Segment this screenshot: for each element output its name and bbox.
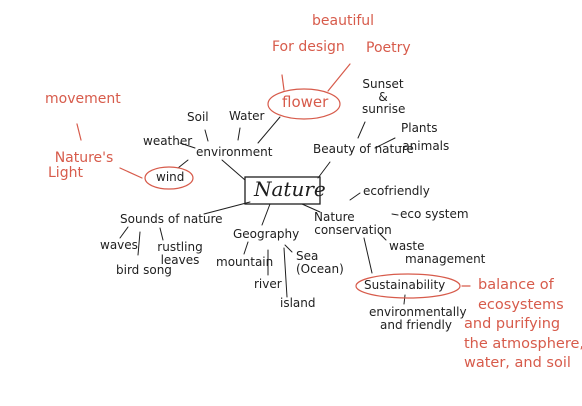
light-text: Light	[48, 164, 83, 181]
link-light-wind	[119, 167, 143, 179]
node-animals: -animals	[398, 139, 450, 153]
env-friendly-line2: and friendly	[380, 317, 452, 332]
flower-oval	[267, 88, 341, 120]
node-geography: Geography	[233, 227, 300, 241]
link-sounds-rustling	[159, 227, 164, 241]
node-plants: Plants	[401, 121, 438, 135]
center-node-label: Nature	[254, 177, 326, 201]
link-center-conservation	[301, 203, 321, 213]
sustainability-oval	[355, 273, 461, 299]
node-ecofriendly: ecofriendly	[363, 184, 430, 198]
link-center-geography	[261, 203, 271, 226]
node-sunset: Sunset & sunrise	[362, 77, 406, 117]
node-beauty-of-nature: Beauty of nature	[313, 142, 414, 156]
amp-text: &	[378, 89, 388, 104]
link-geography-sea	[284, 244, 293, 253]
note-movement: movement	[45, 91, 121, 107]
node-river: river	[254, 277, 282, 291]
node-waves: waves	[100, 238, 138, 252]
node-flower: flower	[282, 93, 329, 111]
link-flower-design	[281, 74, 285, 91]
leaves-text: leaves	[160, 252, 200, 267]
node-bird-song: bird song	[116, 263, 172, 277]
node-wind: wind	[156, 170, 185, 184]
balance-line5: water, and soil	[464, 355, 571, 372]
rustling-text: rustling	[157, 240, 203, 254]
node-poetry: Poetry	[366, 40, 411, 56]
node-env-friendly: environmentally and friendly	[369, 305, 467, 332]
link-flower-poetry	[327, 63, 351, 92]
center-box	[244, 176, 321, 205]
link-conservation-waste	[379, 233, 387, 241]
node-mountain: mountain	[216, 255, 274, 269]
conservation-line1: Nature	[314, 210, 355, 224]
env-friendly-line1: environmentally	[369, 305, 467, 319]
node-sea: Sea (Ocean)	[296, 250, 344, 275]
conservation-line2: conservation	[314, 222, 392, 237]
link-beauty-sunset	[357, 121, 366, 139]
link-conservation-sustainability	[363, 237, 373, 274]
waste-text: waste	[389, 239, 425, 253]
link-center-sounds	[203, 201, 251, 215]
link-geography-mountain	[243, 241, 249, 255]
link-center-beauty	[317, 161, 331, 179]
node-ecosystem: eco system	[400, 207, 469, 221]
sunset-text: Sunset	[362, 77, 404, 91]
balance-line2: ecosystems	[478, 296, 564, 313]
link-center-environment	[221, 159, 246, 181]
sunrise-text: sunrise	[362, 102, 406, 117]
node-for-design: For design	[272, 39, 345, 55]
node-nature-conservation: Nature conservation	[310, 211, 396, 236]
link-environment-soil	[204, 129, 209, 142]
link-sounds-birdsong	[137, 231, 141, 256]
link-sustainability-env	[403, 294, 406, 305]
link-geography-island	[283, 247, 288, 298]
node-environment: environment	[196, 145, 273, 159]
link-environment-wind	[177, 159, 189, 169]
node-waste-management: waste management	[389, 240, 485, 265]
node-soil: Soil	[187, 110, 209, 124]
balance-line4: the atmosphere,	[464, 335, 582, 352]
node-rustling-leaves: rustling leaves	[155, 241, 205, 266]
note-natures-light: Nature's Light	[48, 151, 120, 180]
node-sounds-of-nature: Sounds of nature	[120, 212, 223, 226]
link-environment-water	[237, 127, 241, 141]
link-conservation-ecofriendly	[349, 192, 361, 201]
management-text: management	[405, 251, 486, 266]
node-beautiful: beautiful	[312, 13, 375, 29]
natures-text: Nature's	[54, 150, 114, 166]
node-weather: weather	[143, 134, 193, 148]
wind-oval	[144, 166, 194, 190]
link-conservation-ecosystem	[391, 213, 399, 216]
balance-line3: and purifying	[464, 316, 561, 333]
sea-text: Sea	[296, 249, 319, 263]
ocean-text: (Ocean)	[296, 261, 344, 276]
node-island: island	[280, 296, 316, 310]
node-sustainability: Sustainability	[364, 278, 446, 292]
link-sounds-waves	[119, 226, 129, 239]
link-environment-weather	[179, 142, 196, 149]
node-water: Water	[229, 109, 265, 123]
link-movement-light	[76, 123, 82, 141]
balance-line1: balance of	[478, 277, 554, 293]
link-beauty-plants	[374, 137, 396, 149]
link-environment-flower	[257, 116, 281, 144]
note-balance: balance of ecosystems and purifying the …	[464, 276, 582, 374]
